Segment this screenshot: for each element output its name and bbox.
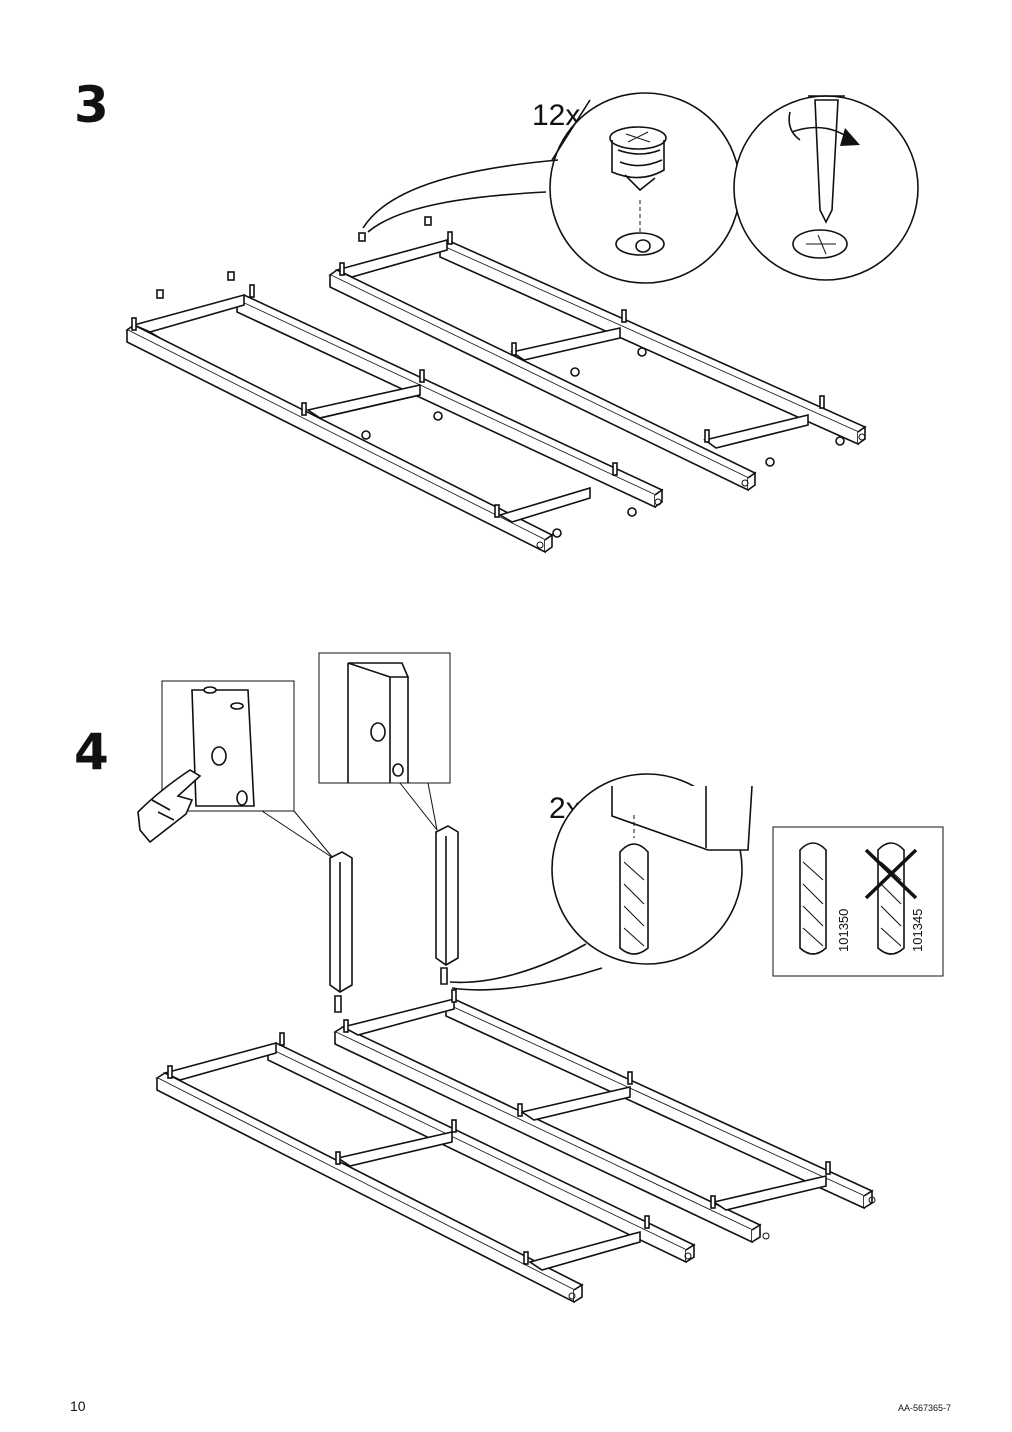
hand-pointer-inset-frame	[161, 680, 295, 812]
leg-post-inset-frame	[318, 652, 451, 784]
step-4-number: 4	[74, 723, 109, 781]
cross-mark-icon	[864, 848, 918, 900]
leg-post-left	[329, 851, 353, 1013]
leg-post-right	[435, 825, 459, 985]
step-3-fittings	[131, 216, 845, 538]
cam-lock-icon	[609, 126, 667, 256]
frame-bottom-left	[155, 1041, 696, 1304]
frame-bottom-right	[333, 997, 876, 1244]
step-3-illustration	[125, 92, 919, 554]
hand-pointer-icon	[137, 686, 255, 844]
correct-dowel-icon	[799, 842, 827, 955]
frame-left	[125, 293, 664, 554]
step-3-number: 3	[74, 76, 109, 134]
wrong-dowel-icon	[877, 842, 905, 955]
rotate-arrow-icon	[788, 111, 860, 146]
document-id: AA-567365-7	[898, 1403, 952, 1413]
leg-post-hole-icon	[347, 662, 410, 783]
frame-right	[328, 238, 867, 492]
dowel-comparison-box	[772, 826, 944, 977]
step-4-fittings	[167, 989, 831, 1265]
dowel-icon	[611, 785, 753, 955]
step-3-quantity: 12x	[532, 99, 581, 132]
page-number: 10	[70, 1398, 86, 1414]
